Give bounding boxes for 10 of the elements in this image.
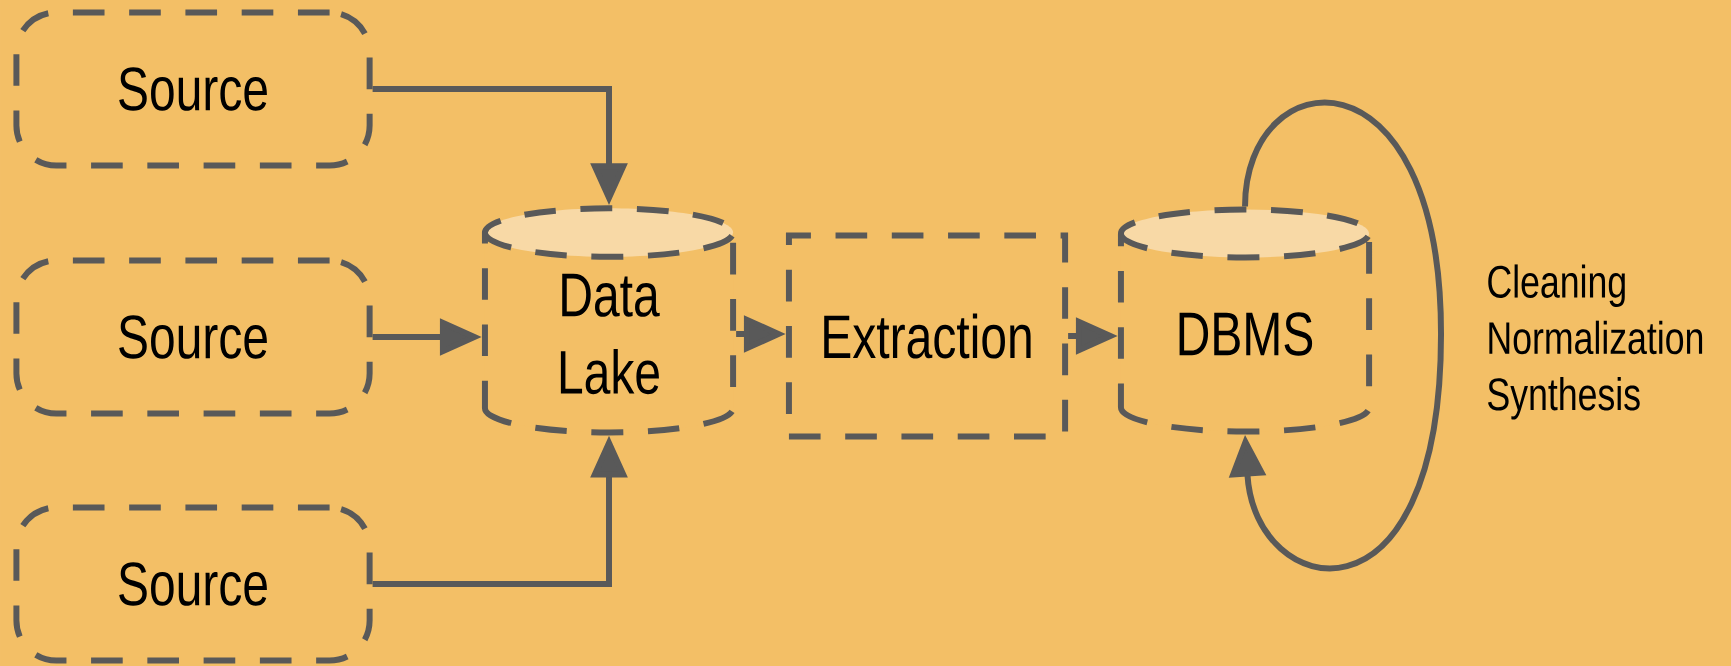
source-box: Source — [13, 9, 373, 169]
database-cylinder: Data Lake — [481, 205, 737, 436]
database-cylinder: DBMS — [1117, 206, 1373, 435]
source-box: Source — [13, 504, 373, 664]
edge-label: Cleaning Normalization Synthesis — [1488, 264, 1703, 420]
node-label: DBMS — [1179, 312, 1313, 356]
source-box: Source — [13, 257, 373, 417]
node-label: Data Lake — [560, 273, 660, 395]
arrow — [1228, 100, 1444, 571]
process-box: Extraction — [785, 232, 1069, 440]
